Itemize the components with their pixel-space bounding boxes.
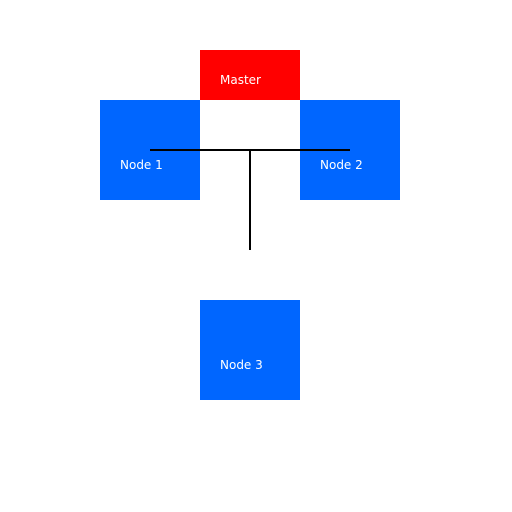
master-node: Master [200, 50, 300, 100]
node-1-label: Node 1 [120, 158, 163, 172]
node-3: Node 3 [200, 300, 300, 400]
node-2-label: Node 2 [320, 158, 363, 172]
node-3-label: Node 3 [220, 358, 263, 372]
master-node-label: Master [220, 73, 261, 87]
vertical-connector [249, 150, 251, 250]
